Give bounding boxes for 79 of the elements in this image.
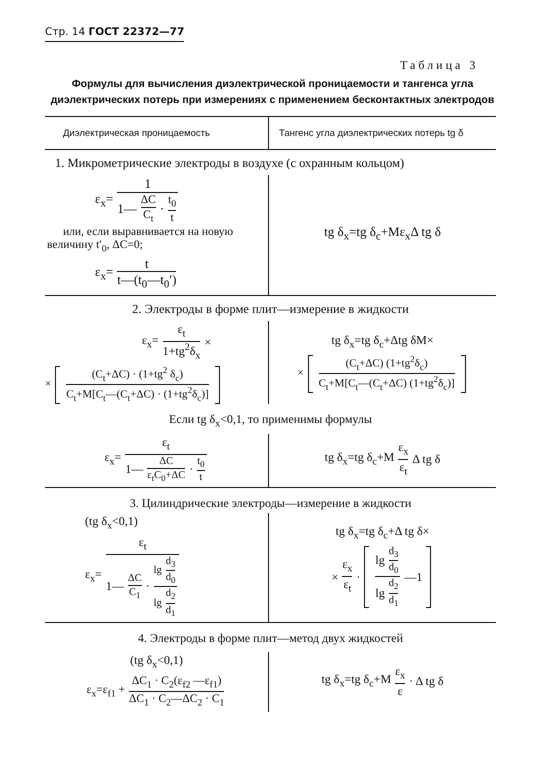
formula-text: C$_{t}$+M[C$_{t}$—(C$_{t}$+ΔC) · (1+tg$^{2}$δ$_{c}$)]	[66, 386, 209, 404]
formula-text: ε$_{x}$=	[142, 334, 159, 351]
formula-text: ε$_{t}$C$_{0}$+ΔC	[147, 470, 186, 483]
formula-text: d$_{3}$	[388, 546, 398, 560]
formula-text: ×	[45, 379, 52, 391]
formula-text: ε$_{t}$	[399, 460, 408, 478]
column-header: Диэлектрическая проницаемость	[63, 128, 210, 138]
formula-text: lg	[375, 586, 385, 600]
formula-text: ΔC	[140, 194, 156, 206]
formula-text: t$_{0}$	[197, 456, 205, 469]
section-heading: 2. Электроды в форме плит—измерение в жидкости	[132, 302, 409, 316]
formula-text: 1—	[106, 580, 124, 594]
formula-text: tg δ$_{x}$=tg δ$_{c}$+Δtg δM×	[331, 334, 434, 351]
formula-text: C$_{t}$+M[C$_{t}$—(C$_{t}$+ΔC) (1+tg$^{2}$δ$_{c}$)]	[318, 375, 455, 393]
formula-text: ε$_{x}$=	[95, 264, 114, 283]
formula-text: C$_{1}$	[129, 587, 140, 600]
formula-text: —1	[404, 570, 422, 584]
section-heading: 1. Микрометрические электроды в воздухе (с охранным кольцом)	[55, 156, 404, 170]
section-heading: 4. Электроды в форме плит—метод двух жидкостей	[138, 630, 403, 645]
formula-text: ε$_{t}$	[178, 323, 186, 340]
formula-text: (C$_{t}$+ΔC) · (1+tg$^{2}$ δ$_{c}$)	[92, 366, 184, 384]
formula-text: (tg δ$_{x}$<0,1)	[130, 654, 183, 671]
formula-text: ε$_{x}$=ε$_{f1}$ +	[86, 684, 125, 700]
formula-text: tg δ$_{x}$=tg δ$_{c}$+M	[321, 672, 392, 690]
formula-text: ·	[356, 570, 360, 584]
formula-text: Δ tg δ	[412, 453, 440, 466]
formula-text: ε$_{x}$=	[85, 568, 102, 586]
formula-text: lg	[154, 564, 162, 576]
formula-text: ε$_{t}$	[343, 578, 352, 596]
formula-text: d$_{2}$	[166, 588, 176, 602]
formula-text: ·	[160, 202, 164, 216]
table-note: Если tg δ$_{x}$<0,1, то применимы формулы	[169, 412, 372, 426]
formula-text: t	[199, 472, 202, 483]
formula-text: (tg δ$_{x}$<0,1)	[85, 514, 138, 532]
formula-text: · Δ tg δ	[409, 674, 444, 688]
table-number: Таблица 3	[400, 58, 478, 73]
formula-text: d$_{2}$	[388, 578, 398, 592]
formula-text: ΔC	[128, 573, 142, 584]
formula-text: ε$_{x}$=	[104, 450, 122, 468]
formula-text: t$_{0}$	[168, 194, 176, 209]
formula-text: ΔC$_{1}$ · C$_{2}$(ε$_{f2}$ —ε$_{f1}$)	[132, 674, 222, 690]
formula-text: ε$_{t}$	[138, 536, 147, 553]
formula-text: 1	[144, 177, 151, 191]
formula-text: 1—	[117, 202, 137, 216]
formula-text: ΔC$_{1}$ · C$_{2}$—ΔC$_{2}$ · C$_{1}$	[128, 693, 224, 708]
formula-text: ε$_{x}$=	[95, 192, 114, 210]
column-header: Тангенс угла диэлектрических потерь tg δ	[279, 128, 464, 138]
formula-text: d$_{0}$	[388, 562, 398, 576]
formula-text: ·	[146, 580, 150, 594]
formula-text: t—(t$_{0}$—t$_{0}$′)	[117, 273, 176, 292]
formula-text: ε$_{x}$	[395, 664, 406, 682]
formula-text: ×	[204, 336, 212, 349]
formula-text: ΔC	[159, 456, 174, 467]
formula-text: d$_{1}$	[166, 604, 176, 618]
formula-text: ×	[297, 368, 304, 380]
formula-text: t	[145, 256, 149, 270]
formula-text: tg δ$_{x}$=tg δ$_{c}$+Δ tg δ×	[336, 524, 430, 542]
section-heading: 3. Цилиндрические электроды—измерение в жидкости	[130, 496, 412, 510]
formula-text: C$_{t}$	[143, 208, 154, 224]
formula-text: lg	[154, 598, 162, 609]
formula-text: lg	[375, 554, 385, 567]
formula-text: ε$_{t}$	[162, 436, 170, 453]
formula-text: ·	[189, 462, 194, 476]
formula-text: t	[170, 212, 174, 224]
formula-text: 1—	[125, 462, 144, 476]
formula-text: ε$_{x}$	[342, 558, 352, 576]
table-title: Формулы для вычисления диэлектрической проницаемости и тангенса угла диэлектрических потерь при измерениях с применением бесконтактных электродов	[50, 77, 496, 108]
formula-text: d$_{0}$	[166, 572, 176, 586]
formula-text: (C$_{t}$+ΔC) (1+tg$^{2}$δ$_{c}$)	[346, 354, 428, 372]
page-header: Стр. 14 ГОСТ 22372—77	[45, 26, 184, 42]
formula-text: 1+tg$^{2}$δ$_{x}$	[162, 343, 200, 362]
formula-text: tg δ$_{x}$=tg δ$_{c}$+Mε$_{x}$Δ tg δ	[324, 225, 441, 244]
formula-text: d$_{1}$	[388, 594, 398, 608]
formula-text: ε	[398, 684, 403, 698]
formula-text: tg δ$_{x}$=tg δ$_{c}$+M	[324, 450, 394, 468]
formula-text: ×	[332, 570, 338, 584]
formula-text: ε$_{x}$	[398, 440, 408, 458]
note-text: или, если выравнивается на новую величину t′$_{0}$, ΔC=0;	[46, 226, 234, 255]
formula-text: d$_{3}$	[166, 556, 176, 569]
